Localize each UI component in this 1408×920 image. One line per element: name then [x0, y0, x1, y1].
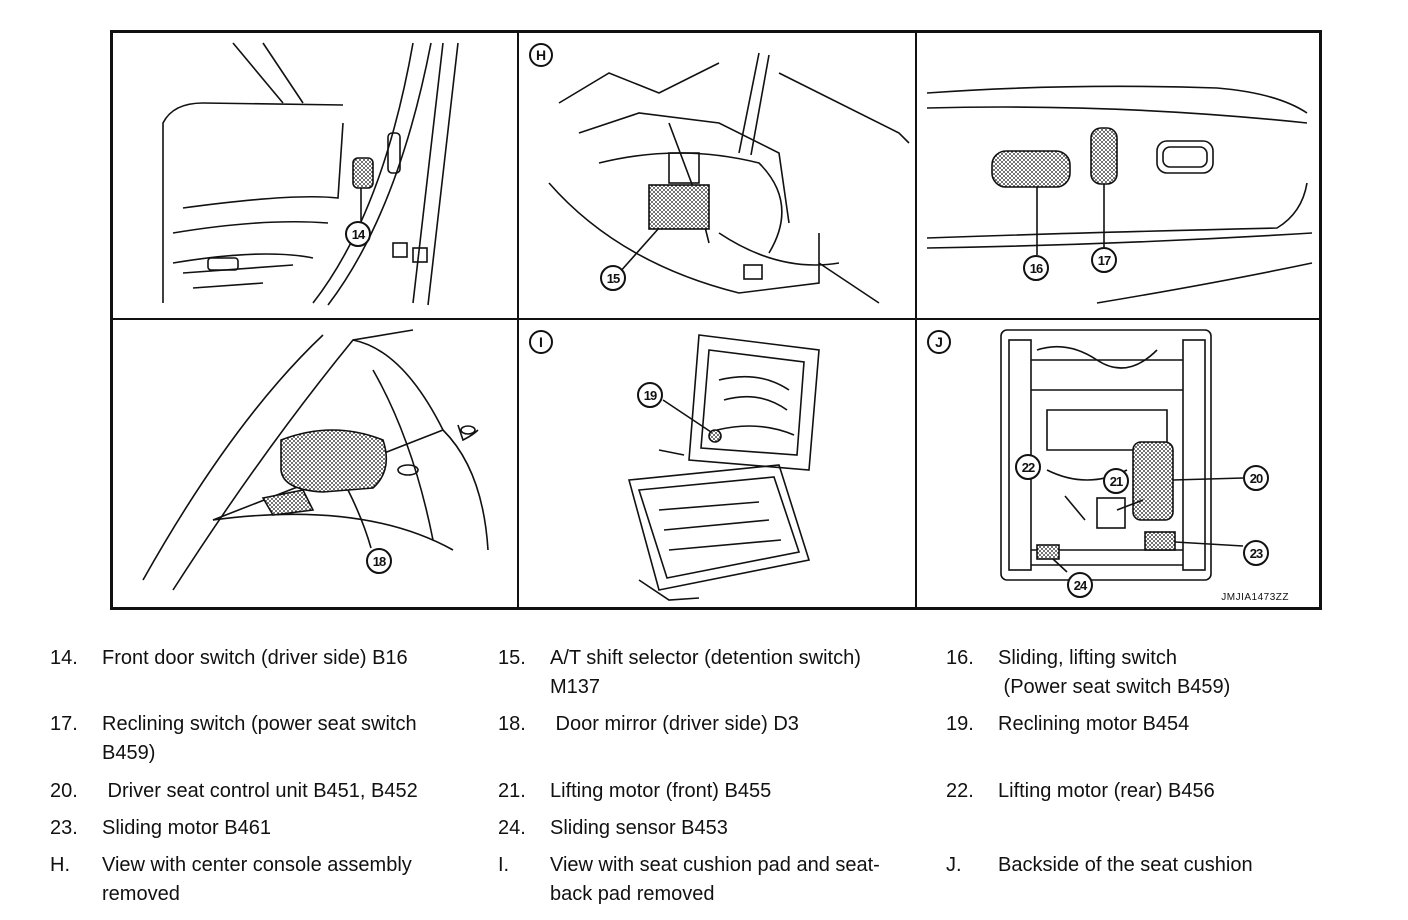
legend-item: I. View with seat cushion pad and seat- …	[498, 854, 880, 905]
figure-code: JMJIA1473ZZ	[1221, 592, 1289, 603]
legend-item: 16. Sliding, lifting switch (Power seat …	[946, 647, 1231, 698]
callout-22: 22	[1015, 454, 1041, 480]
callout-24: 24	[1067, 572, 1093, 598]
panel-seat-cushion-backside: J 20 21 22 23 24 JMJIA1473ZZ	[917, 320, 1319, 607]
view-letter-h: H	[529, 43, 553, 67]
panel-seat-switches: 16 17	[917, 33, 1319, 318]
legend-item: 17. Reclining switch (power seat switch …	[50, 713, 417, 764]
callout-20: 20	[1243, 465, 1269, 491]
callout-19: 19	[637, 382, 663, 408]
callout-18: 18	[366, 548, 392, 574]
panel-seat-frame: I 19	[519, 320, 915, 607]
callout-21: 21	[1103, 468, 1129, 494]
callout-15: 15	[600, 265, 626, 291]
component-location-figure: 14 H 15	[110, 30, 1322, 610]
view-letter-i: I	[529, 330, 553, 354]
grid-divider-horizontal	[113, 318, 1319, 320]
callout-14: 14	[345, 221, 371, 247]
legend-item: 15. A/T shift selector (detention switch…	[498, 647, 861, 698]
view-letter-j: J	[927, 330, 951, 354]
grid-divider-vertical-2	[915, 33, 917, 607]
panel-shift-selector: H 15	[519, 33, 915, 318]
callout-23: 23	[1243, 540, 1269, 566]
panel-door-switch: 14	[113, 33, 517, 318]
grid-divider-vertical-1	[517, 33, 519, 607]
callout-17: 17	[1091, 247, 1117, 273]
panel-door-mirror: 18	[113, 320, 517, 607]
legend-item: H. View with center console assembly rem…	[50, 854, 412, 905]
callout-16: 16	[1023, 255, 1049, 281]
